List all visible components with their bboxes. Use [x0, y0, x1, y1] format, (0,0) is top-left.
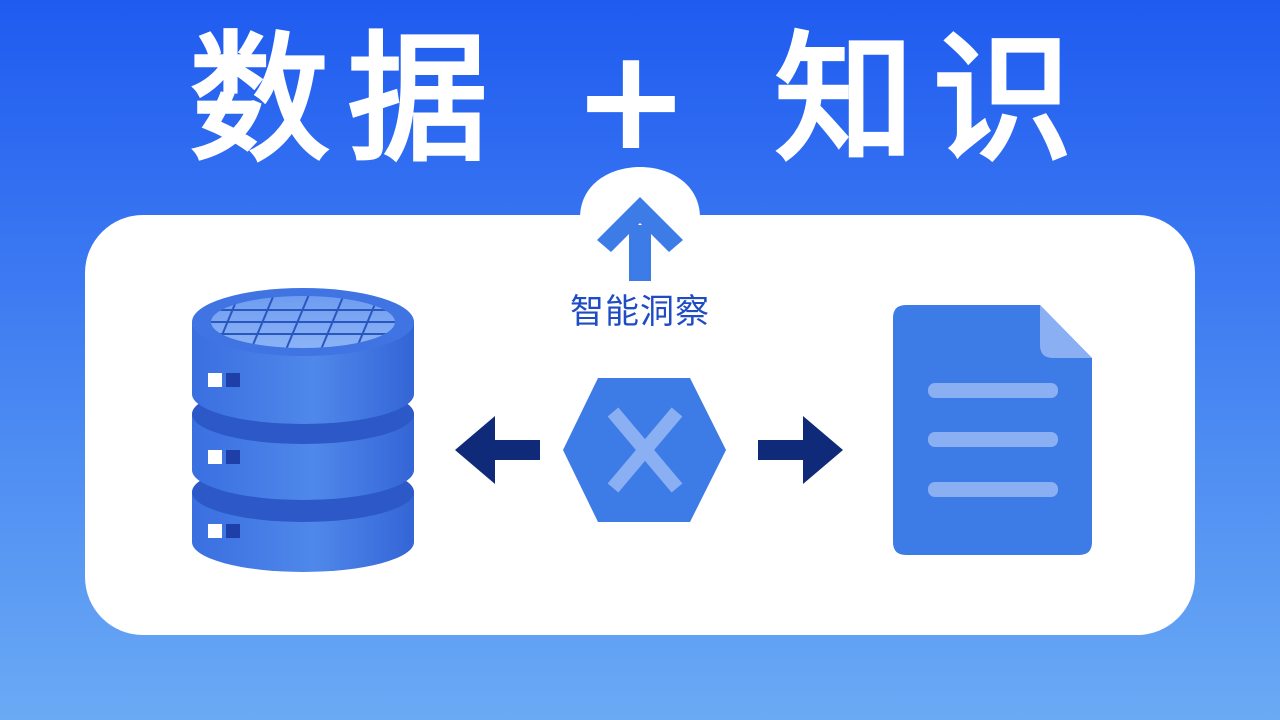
document-icon — [893, 305, 1092, 555]
insight-label: 智能洞察 — [570, 292, 710, 332]
page-title: 数据 + 知识 — [189, 18, 1091, 182]
arrow-left-icon — [455, 416, 540, 484]
arrow-up-icon — [597, 197, 683, 281]
database-icon — [192, 288, 414, 572]
hexagon-x-icon — [563, 378, 726, 522]
arrow-right-icon — [758, 416, 843, 484]
